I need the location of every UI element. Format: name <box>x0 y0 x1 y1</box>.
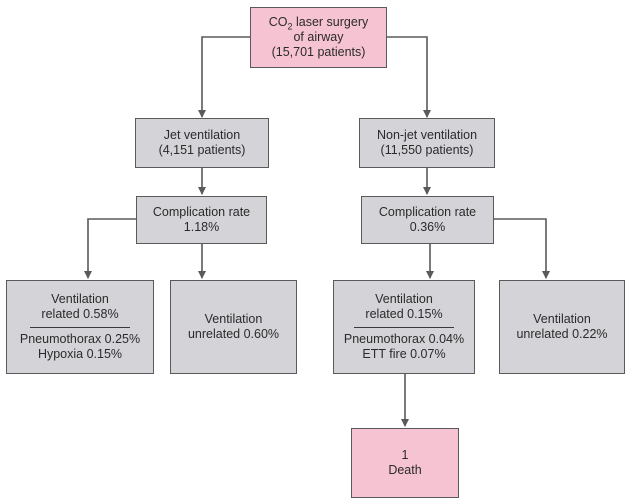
root-line-2: of airway <box>293 30 344 44</box>
jet-hypoxia: Hypoxia 0.15% <box>37 347 123 361</box>
jet-related-line-1: Ventilation <box>51 292 109 306</box>
arrow-nonjet-complication-to-unrelated <box>494 218 550 279</box>
nonjet-unrelated-line-2: unrelated 0.22% <box>516 327 608 341</box>
divider <box>354 327 454 328</box>
death-node: 1 Death <box>351 428 459 498</box>
jet-ventilation-title: Jet ventilation <box>163 128 241 142</box>
nonjet-ventilation-title: Non-jet ventilation <box>376 128 478 142</box>
jet-related-line-2: related 0.58% <box>41 307 119 321</box>
jet-pneumothorax: Pneumothorax 0.25% <box>19 332 141 346</box>
root-line-1: CO2 laser surgery <box>268 15 369 32</box>
jet-complication-rate-node: Complication rate 1.18% <box>136 196 267 244</box>
nonjet-ventilation-count: (11,550 patients) <box>380 143 474 157</box>
nonjet-complication-rate-node: Complication rate 0.36% <box>361 196 494 244</box>
jet-complication-label: Complication rate <box>152 205 251 219</box>
jet-unrelated-line-1: Ventilation <box>204 312 263 326</box>
nonjet-unrelated-line-1: Ventilation <box>533 312 591 326</box>
death-count: 1 <box>401 448 409 462</box>
arrow-root-to-nonjet <box>387 36 431 118</box>
divider <box>30 327 130 328</box>
death-label: Death <box>388 463 422 477</box>
nonjet-ventilation-unrelated-node: Ventilation unrelated 0.22% <box>499 280 625 374</box>
nonjet-pneumothorax: Pneumothorax 0.04% <box>343 332 465 346</box>
nonjet-related-line-1: Ventilation <box>375 292 433 306</box>
nonjet-ventilation-node: Non-jet ventilation (11,550 patients) <box>359 118 495 168</box>
nonjet-complication-value: 0.36% <box>409 220 446 234</box>
nonjet-complication-label: Complication rate <box>378 205 477 219</box>
root-node-co2-laser-surgery: CO2 laser surgery of airway (15,701 pati… <box>250 7 387 68</box>
jet-ventilation-unrelated-node: Ventilation unrelated 0.60% <box>170 280 297 374</box>
arrow-jet-complication-to-related <box>84 218 136 279</box>
nonjet-ett-fire: ETT fire 0.07% <box>362 347 446 361</box>
arrow-root-to-jet <box>198 36 250 118</box>
nonjet-ventilation-related-node: Ventilation related 0.15% Pneumothorax 0… <box>333 280 475 374</box>
nonjet-related-line-2: related 0.15% <box>365 307 443 321</box>
jet-ventilation-node: Jet ventilation (4,151 patients) <box>135 118 269 168</box>
root-line-3: (15,701 patients) <box>271 45 366 59</box>
jet-ventilation-count: (4,151 patients) <box>158 143 246 157</box>
jet-unrelated-line-2: unrelated 0.60% <box>187 327 280 341</box>
jet-ventilation-related-node: Ventilation related 0.58% Pneumothorax 0… <box>6 280 154 374</box>
jet-complication-value: 1.18% <box>183 220 220 234</box>
